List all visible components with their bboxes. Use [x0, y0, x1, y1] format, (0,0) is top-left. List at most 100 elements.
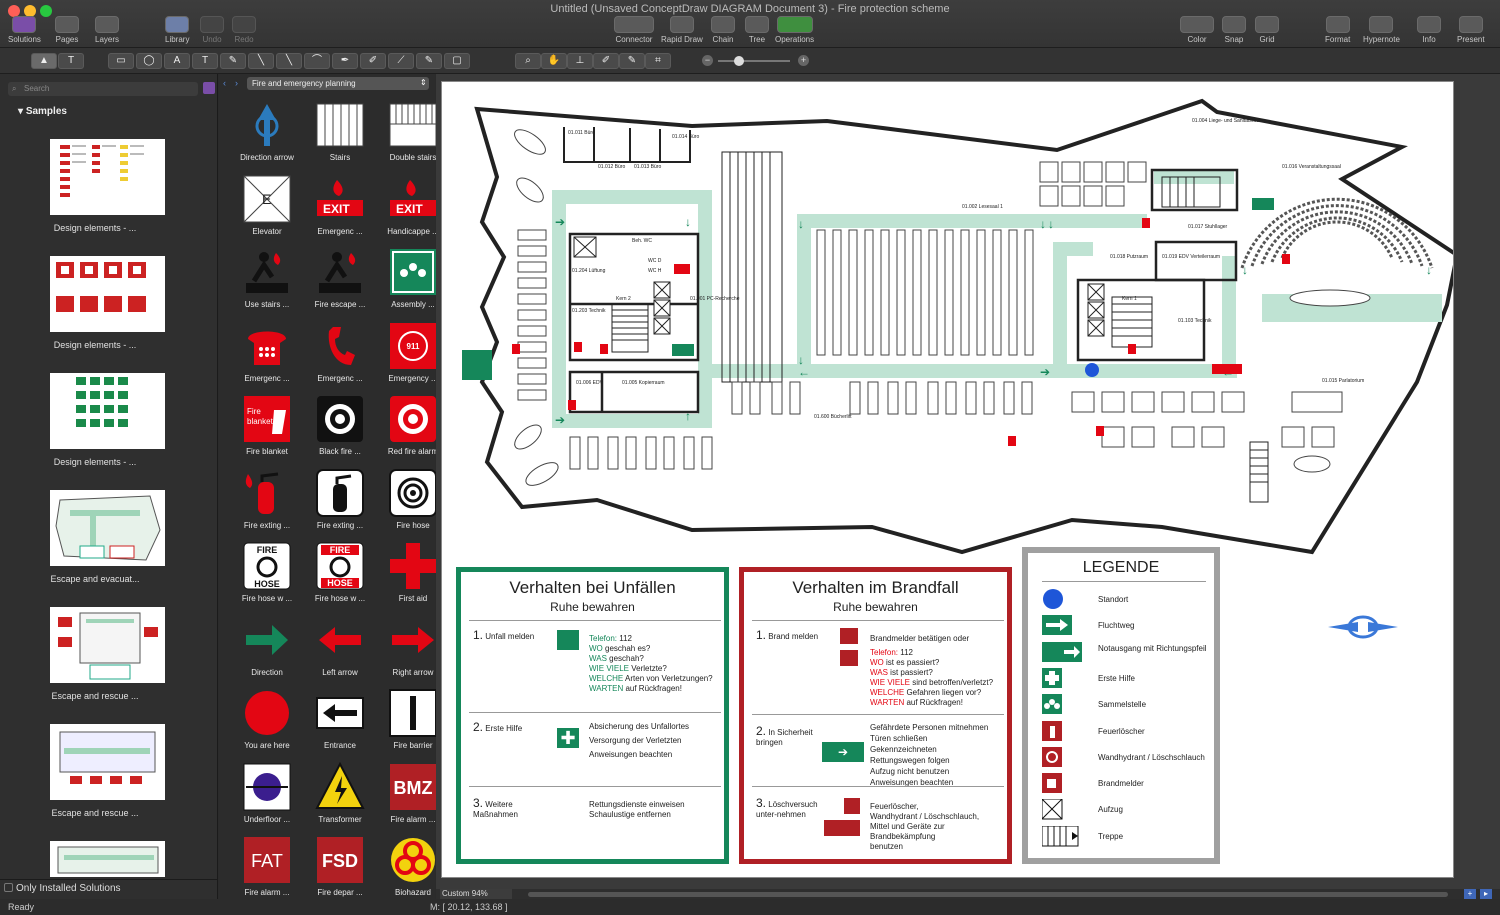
library-item[interactable]: Underfloor ...: [231, 762, 303, 824]
page-navigation-icon[interactable]: ▸: [1480, 889, 1492, 899]
library-button[interactable]: Library: [165, 16, 189, 44]
library-item[interactable]: Stairs: [304, 100, 376, 162]
text-tool-icon[interactable]: A: [164, 53, 190, 69]
library-item[interactable]: Emergenc ...: [231, 321, 303, 383]
library-item[interactable]: Right arrow: [377, 615, 449, 677]
library-item[interactable]: Red fire alarm: [377, 394, 449, 456]
present-button[interactable]: Present: [1457, 16, 1485, 44]
library-item[interactable]: Use stairs ...: [231, 247, 303, 309]
library-item[interactable]: Direction arrow: [231, 100, 303, 162]
library-item[interactable]: Fire exting ...: [231, 468, 303, 530]
library-item[interactable]: Entrance: [304, 688, 376, 750]
layers-button[interactable]: Layers: [95, 16, 119, 44]
zoom-out-icon[interactable]: −: [702, 55, 713, 66]
operations-button[interactable]: Operations: [775, 16, 814, 44]
hand-tool-icon[interactable]: ✋: [541, 53, 567, 69]
zoom-in-icon[interactable]: +: [798, 55, 809, 66]
library-item[interactable]: Direction: [231, 615, 303, 677]
zoom-select[interactable]: Custom 94%: [440, 889, 512, 899]
library-item[interactable]: Transformer: [304, 761, 376, 824]
ellipse-tool-icon[interactable]: ◯: [136, 53, 162, 69]
sample-label[interactable]: Design elements - ...: [53, 340, 137, 350]
library-item[interactable]: Emergenc ...: [304, 321, 376, 383]
library-item[interactable]: Fire escape ...: [304, 247, 376, 309]
only-installed-checkbox[interactable]: Only Installed Solutions: [4, 883, 121, 894]
redo-button[interactable]: Redo: [232, 16, 256, 44]
library-selector[interactable]: Fire and emergency planning: [247, 77, 429, 90]
color-button[interactable]: Color: [1180, 16, 1214, 44]
sample-thumbnail[interactable]: [50, 841, 165, 877]
sample-thumbnail[interactable]: [50, 490, 165, 566]
grid-button[interactable]: Grid: [1255, 16, 1279, 44]
library-item[interactable]: You are here: [231, 688, 303, 750]
library-item[interactable]: Biohazard: [377, 835, 449, 897]
back-icon[interactable]: ‹: [223, 78, 226, 88]
callout-tool-icon[interactable]: ✎: [220, 53, 246, 69]
connector-button[interactable]: Connector: [614, 16, 654, 44]
solutions-button[interactable]: Solutions: [8, 16, 41, 44]
zoom-slider-knob[interactable]: [734, 56, 744, 66]
polyline-tool-icon[interactable]: ⟋: [388, 53, 414, 69]
textbox-tool-icon[interactable]: T: [192, 53, 218, 69]
horizontal-scrollbar[interactable]: [528, 892, 1448, 897]
library-item[interactable]: First aid: [377, 541, 449, 603]
library-item[interactable]: Left arrow: [304, 615, 376, 677]
tree-button[interactable]: Tree: [745, 16, 769, 44]
sample-label[interactable]: Design elements - ...: [53, 223, 137, 233]
sample-thumbnail[interactable]: [50, 139, 165, 215]
sample-thumbnail[interactable]: [50, 607, 165, 683]
sample-label[interactable]: Design elements - ...: [53, 457, 137, 467]
text-select-tool-icon[interactable]: T: [58, 53, 84, 69]
crop-tool-icon[interactable]: ⌗: [645, 53, 671, 69]
library-item[interactable]: Fire exting ...: [304, 468, 376, 530]
zoom-slider[interactable]: [718, 60, 790, 62]
sample-label[interactable]: Escape and evacuat...: [50, 574, 140, 584]
library-item[interactable]: Assembly ...: [377, 247, 449, 309]
search-input[interactable]: Search: [8, 82, 198, 96]
rapid-draw-button[interactable]: Rapid Draw: [661, 16, 703, 44]
sample-label[interactable]: Escape and rescue ...: [51, 808, 139, 818]
close-window-button[interactable]: [8, 5, 20, 17]
line-tool-icon[interactable]: ╲: [248, 53, 274, 69]
zoom-window-button[interactable]: [40, 5, 52, 17]
library-item[interactable]: Black fire ...: [304, 394, 376, 456]
curve-tool-icon[interactable]: ⌒: [304, 53, 330, 69]
format-painter-tool-icon[interactable]: ✎: [619, 53, 645, 69]
sample-thumbnail[interactable]: [50, 724, 165, 800]
sample-label[interactable]: Escape and rescue ...: [51, 691, 139, 701]
add-page-icon[interactable]: +: [1464, 889, 1476, 899]
format-button[interactable]: Format: [1325, 16, 1350, 44]
drawing-page[interactable]: ➔ ↓ ➔ ↑ ↓ ↓ ← ↓ ➔ ↓ ↓ ← ↓: [441, 81, 1460, 878]
arc-tool-icon[interactable]: ╲: [276, 53, 302, 69]
info-button[interactable]: Info: [1417, 16, 1441, 44]
pages-button[interactable]: Pages: [55, 16, 79, 44]
sample-thumbnail[interactable]: [50, 373, 165, 449]
sample-thumbnail[interactable]: [50, 256, 165, 332]
pen-tool-icon[interactable]: ✒: [332, 53, 358, 69]
eyedropper-tool-icon[interactable]: ✐: [593, 53, 619, 69]
zoom-tool-icon[interactable]: ⌕: [515, 53, 541, 69]
bezier-tool-icon[interactable]: ✐: [360, 53, 386, 69]
library-item[interactable]: Double stairs: [377, 100, 449, 162]
samples-section-header[interactable]: ▾ Samples: [18, 106, 67, 117]
forward-icon[interactable]: ›: [235, 78, 238, 88]
freehand-tool-icon[interactable]: ✎: [416, 53, 442, 69]
crop-shape-tool-icon[interactable]: ▢: [444, 53, 470, 69]
rectangle-tool-icon[interactable]: ▭: [108, 53, 134, 69]
snap-button[interactable]: Snap: [1222, 16, 1246, 44]
minimize-window-button[interactable]: [24, 5, 36, 17]
solutions-panel-icon[interactable]: [203, 82, 215, 94]
hypernote-button[interactable]: Hypernote: [1363, 16, 1400, 44]
stamp-tool-icon[interactable]: ⊥: [567, 53, 593, 69]
select-tool-icon[interactable]: ▲: [31, 53, 57, 69]
undo-button[interactable]: Undo: [200, 16, 224, 44]
